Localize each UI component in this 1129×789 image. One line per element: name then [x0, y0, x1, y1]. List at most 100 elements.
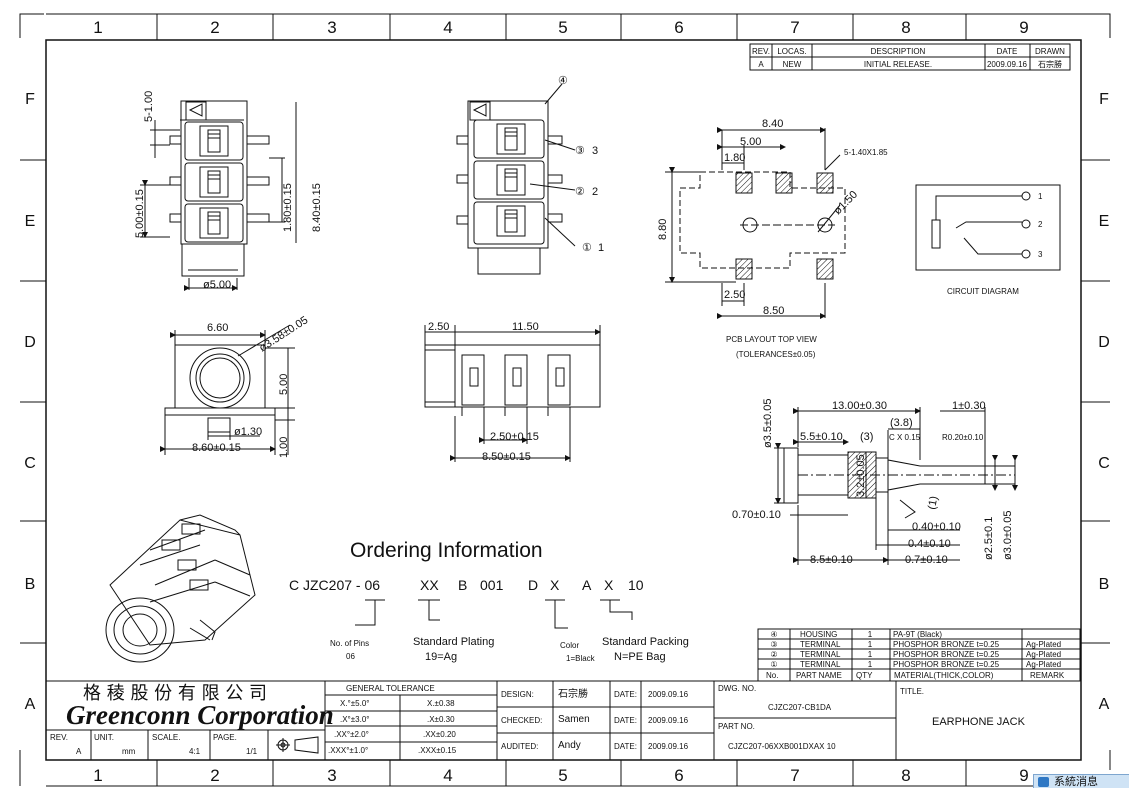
title-field-value: Samen	[558, 714, 590, 725]
column-labels: 1 2 3 4 5 6 7 8 9 1 2 3 4 5 6 7 8 9	[93, 18, 1028, 785]
bom-cell: ④	[770, 630, 777, 639]
rev-cell: 石宗勝	[1038, 59, 1062, 69]
bom-cell: PHOSPHOR BRONZE t=0.25	[893, 640, 1000, 649]
part-callout: ①	[582, 242, 592, 254]
col-label-bottom: 5	[558, 766, 567, 785]
col-label-bottom: 1	[93, 766, 102, 785]
bom-cell: TERMINAL	[800, 660, 841, 669]
part-callout: 3	[592, 145, 598, 157]
dim-label: 5.00	[740, 136, 761, 148]
rev-header: REV.	[752, 47, 770, 56]
bom-header: PART NAME	[796, 671, 842, 680]
col-label-bottom: 3	[327, 766, 336, 785]
title-field-label: AUDITED:	[501, 742, 538, 751]
title-field-label: DATE:	[614, 690, 637, 699]
ordering-value: 06	[346, 652, 355, 661]
dim-label: 8.60±0.15	[192, 442, 241, 454]
col-label-top: 9	[1019, 18, 1028, 37]
dim-label: 8.40±0.15	[311, 183, 323, 232]
company-name-cn: 格 稜 股 份 有 限 公 司	[83, 683, 267, 704]
ordering-label: Color	[560, 641, 579, 650]
tolerance-cell: .XX°±2.0°	[334, 730, 369, 739]
col-label-bottom: 6	[674, 766, 683, 785]
tolerance-cell: X.°±5.0°	[340, 699, 369, 708]
row-label-left: B	[25, 576, 36, 593]
row-label-right: F	[1099, 91, 1109, 108]
bom-header: MATERIAL(THICK,COLOR)	[894, 671, 994, 680]
dim-label: C X 0.15	[889, 433, 921, 442]
row-ticks	[20, 159, 1110, 644]
dim-label: 13.00±0.30	[832, 400, 887, 412]
company-name-en: Greenconn Corporation	[66, 700, 334, 730]
circuit-caption: CIRCUIT DIAGRAM	[947, 287, 1019, 296]
bom-cell: ②	[770, 650, 777, 659]
isometric-view	[105, 514, 256, 663]
bom-cell: TERMINAL	[800, 650, 841, 659]
title-field-label: CHECKED:	[501, 716, 542, 725]
col-label-top: 2	[210, 18, 219, 37]
title-field-value: 2009.09.16	[648, 690, 689, 699]
col-label-bottom: 4	[443, 766, 452, 785]
bom-cell: 1	[868, 640, 873, 649]
title-field-label: PAGE.	[213, 733, 237, 742]
bom-cell: ①	[770, 660, 777, 669]
title-field-label: PART NO.	[718, 722, 755, 731]
bom-cell: 1	[868, 650, 873, 659]
bom-cell: ③	[770, 640, 777, 649]
bom-table	[757, 628, 1081, 682]
title-field-label: REV.	[50, 733, 68, 742]
ordering-code-seg: C JZC207 - 06	[289, 577, 380, 593]
title-field-label: UNIT.	[94, 733, 114, 742]
rev-cell: NEW	[783, 60, 802, 69]
bom-cell: Ag-Plated	[1026, 640, 1061, 649]
drawing-title: EARPHONE JACK	[932, 716, 1026, 728]
ordering-value: 1=Black	[566, 654, 596, 663]
dim-label: 5.5±0.10	[800, 431, 843, 443]
col-label-top: 3	[327, 18, 336, 37]
top-view-left	[169, 100, 270, 277]
bom-cell: Ag-Plated	[1026, 650, 1061, 659]
top-view-middle-callouts: ④ ③ 3 ② 2 ① 1	[558, 75, 604, 254]
part-callout: ②	[575, 186, 585, 198]
pcb-layout	[665, 127, 846, 319]
circuit-pin: 3	[1038, 250, 1043, 259]
ordering-value: N=PE Bag	[614, 651, 666, 663]
col-label-bottom: 7	[790, 766, 799, 785]
rev-cell: INITIAL RELEASE.	[864, 60, 932, 69]
ordering-code-seg: XX	[420, 577, 439, 593]
title-field-label: TITLE.	[900, 687, 924, 696]
column-ticks	[156, 14, 967, 786]
dim-label: 8.50±0.15	[482, 451, 531, 463]
col-label-top: 7	[790, 18, 799, 37]
dim-label: 2.50	[724, 289, 745, 301]
dim-label: 5-1.00	[143, 91, 155, 122]
col-label-top: 5	[558, 18, 567, 37]
system-notice-button[interactable]: 系統消息	[1033, 774, 1129, 788]
title-field-label: DATE:	[614, 716, 637, 725]
rev-header: LOCAS.	[777, 47, 806, 56]
circuit-diagram	[915, 184, 1061, 271]
ordering-label: No. of Pins	[330, 639, 369, 648]
dim-label: 0.7±0.10	[905, 554, 948, 566]
rev-cell: A	[758, 60, 764, 69]
dim-label: 6.60	[207, 322, 228, 334]
dim-label: 8.80	[657, 219, 669, 240]
row-label-right: C	[1098, 455, 1110, 472]
col-label-top: 1	[93, 18, 102, 37]
title-field-value: CJZC207-CB1DA	[768, 703, 832, 712]
dim-label: 5.00±0.15	[134, 189, 146, 238]
bom-header: REMARK	[1030, 671, 1065, 680]
tolerance-cell: .X°±3.0°	[340, 715, 369, 724]
dim-label: ø1.50	[832, 189, 860, 217]
notice-icon	[1038, 777, 1049, 787]
title-field-value: A	[76, 747, 82, 756]
row-label-left: C	[24, 455, 36, 472]
part-callout: 1	[598, 242, 604, 254]
ordering-value: 19=Ag	[425, 651, 457, 663]
row-label-left: E	[25, 213, 36, 230]
col-label-bottom: 2	[210, 766, 219, 785]
system-notice-label: 系統消息	[1054, 776, 1098, 788]
row-label-right: A	[1099, 696, 1110, 713]
ordering-code-seg: D	[528, 577, 538, 593]
title-field-label: DATE:	[614, 742, 637, 751]
